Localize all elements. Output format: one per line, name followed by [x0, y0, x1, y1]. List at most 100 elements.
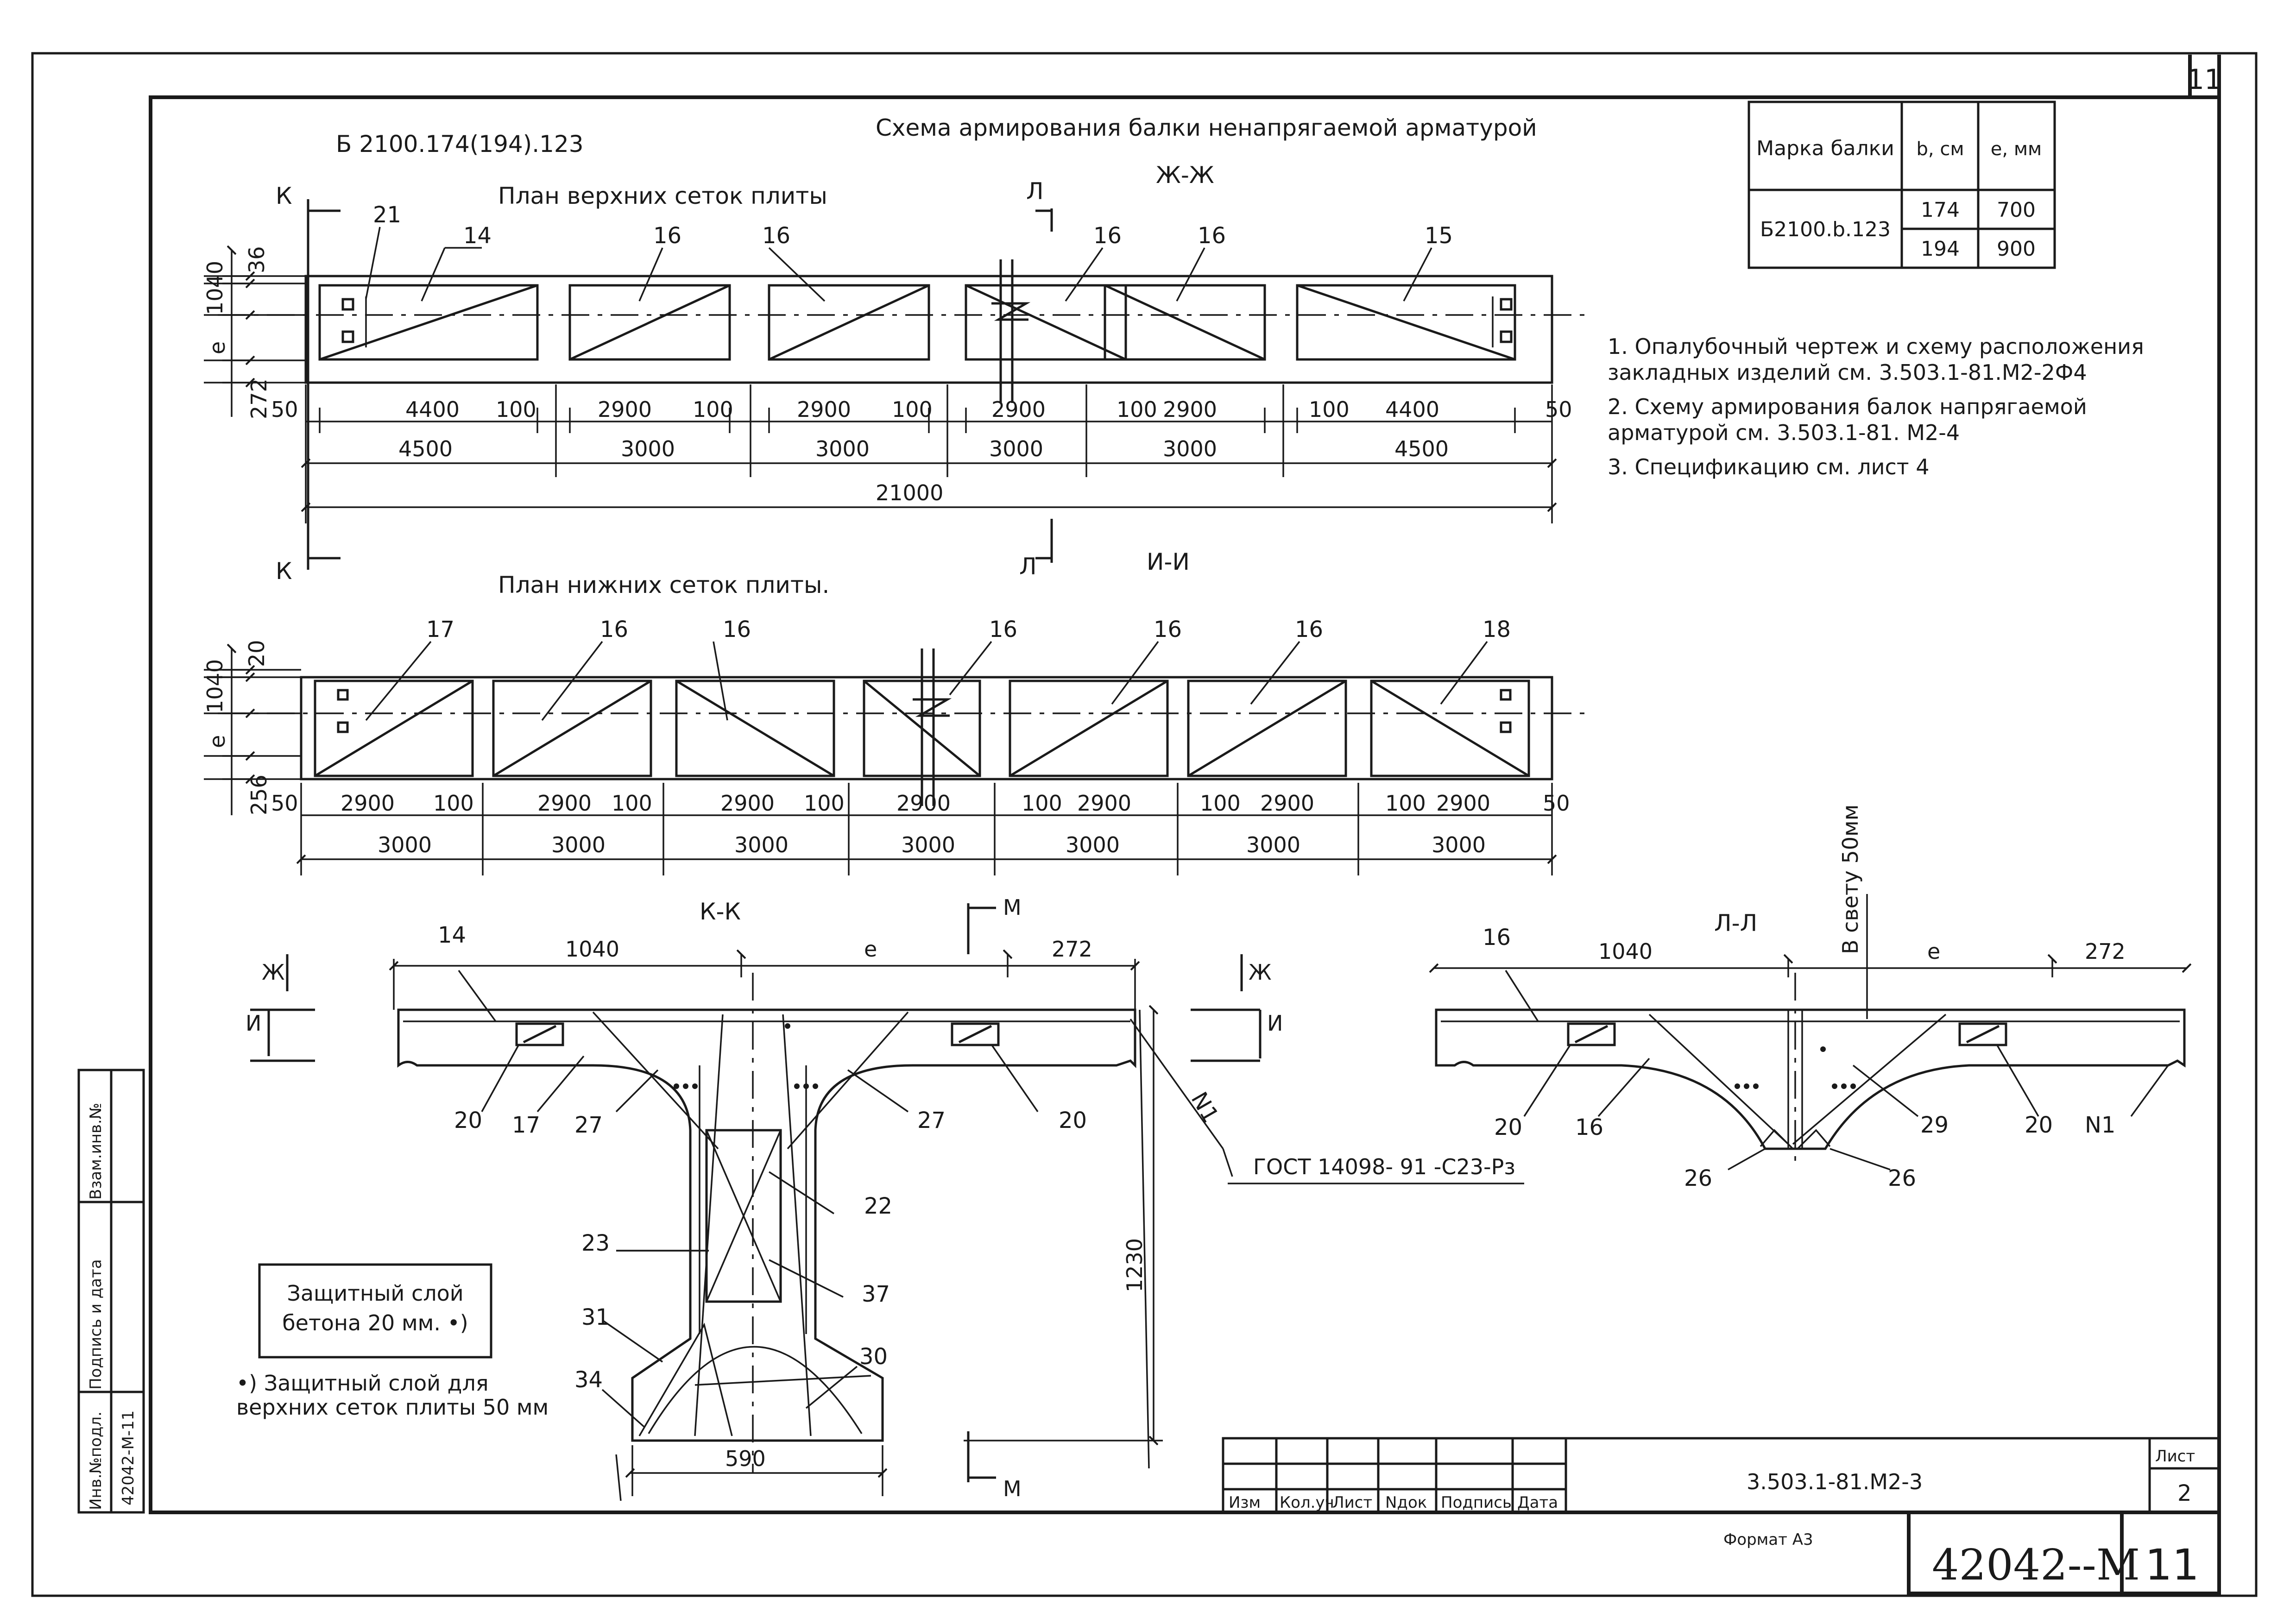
- dim-label: 50: [1545, 397, 1572, 422]
- dim-label: 2900: [1436, 791, 1490, 816]
- lower-plan-outline: [204, 641, 1589, 875]
- dim-label: 4400: [1385, 397, 1439, 422]
- dim-label: 100: [804, 791, 845, 816]
- sheet-label: Лист: [2155, 1447, 2195, 1466]
- dim-label: 3000: [734, 832, 789, 857]
- sheet-frame: [31, 52, 2258, 1597]
- cut-i-right: И: [1267, 1011, 1283, 1036]
- notes-list: 1. Опалубочный чертеж и схему расположен…: [1608, 334, 2210, 480]
- position-label: 16: [1154, 617, 1182, 642]
- dim-label: 100: [496, 397, 536, 422]
- position-label: 27: [917, 1108, 946, 1133]
- dim-label: 3000: [815, 436, 870, 461]
- title-block-col: Изм: [1229, 1493, 1261, 1512]
- dim-label: 100: [433, 791, 474, 816]
- note-item: 1. Опалубочный чертеж и схему расположен…: [1608, 334, 2144, 385]
- dim-label: 3000: [378, 832, 432, 857]
- dim-label: 272: [246, 378, 271, 419]
- dim-label: 3000: [1066, 832, 1120, 857]
- dim-label: 1040: [565, 937, 619, 962]
- dim-label: 50: [1543, 791, 1570, 816]
- dim-label: 3000: [1163, 436, 1217, 461]
- lower-plan-title: План нижних сеток плиты.: [498, 572, 829, 598]
- position-label: 16: [723, 617, 751, 642]
- position-label: 34: [574, 1367, 603, 1393]
- section-ll-drawing: [1434, 894, 2187, 1171]
- upper-plan-outline: [204, 199, 1589, 570]
- position-label: 17: [426, 617, 454, 642]
- cut-zh-right: Ж: [1249, 960, 1272, 985]
- cut-k-bottom: К: [276, 558, 292, 585]
- table-cell: 194: [1921, 237, 1960, 261]
- dim-label: 20: [244, 640, 269, 667]
- main-title: Схема армирования балки ненапрягаемой ар…: [876, 114, 1537, 141]
- dim-label: 2900: [720, 791, 775, 816]
- position-label: 16: [1093, 223, 1122, 249]
- position-label: 16: [1575, 1114, 1603, 1140]
- dim-label: 2900: [797, 397, 851, 422]
- cut-l-top: Л: [1026, 178, 1044, 205]
- dim-label: 256: [246, 774, 271, 815]
- position-label: 23: [581, 1230, 610, 1256]
- table-cell: 700: [1997, 198, 2036, 222]
- section-i-i-title: И-И: [1147, 548, 1190, 575]
- position-label: 18: [1483, 617, 1511, 642]
- position-label: 16: [1198, 223, 1226, 249]
- position-label: 22: [864, 1193, 892, 1219]
- dim-label: 2900: [537, 791, 592, 816]
- dim-label: 3000: [901, 832, 955, 857]
- dim-label: 1040: [202, 659, 227, 713]
- gap-note: В свету 50мм: [1838, 805, 1863, 954]
- cut-k-top: К: [276, 183, 292, 209]
- position-label: 21: [373, 202, 401, 228]
- cut-m-top: М: [1003, 895, 1022, 920]
- dim-label: 100: [1117, 397, 1157, 422]
- dim-label: e: [205, 735, 230, 748]
- dim-label: 4400: [405, 397, 460, 422]
- section-zh-zh-title: Ж-Ж: [1156, 162, 1214, 189]
- table-header-e: e, мм: [1991, 138, 2042, 160]
- dim-label: 2900: [341, 791, 395, 816]
- dim-label: 3000: [1432, 832, 1486, 857]
- dim-label: 1040: [202, 261, 227, 315]
- title-block: [1222, 1437, 2221, 1595]
- dim-label: 272: [1052, 937, 1092, 962]
- dim-label: 2900: [896, 791, 951, 816]
- dim-label: 100: [892, 397, 933, 422]
- cut-l-bottom: Л: [1019, 553, 1037, 580]
- position-label: 16: [1483, 925, 1511, 950]
- dim-label: 100: [1200, 791, 1241, 816]
- cover-note-box: [258, 1263, 492, 1359]
- sheet-number: 2: [2177, 1480, 2192, 1506]
- title-block-col: Кол.уч: [1280, 1493, 1334, 1512]
- title-block-col: Подпись: [1441, 1493, 1512, 1512]
- dim-label: 3000: [1246, 832, 1300, 857]
- corner-sheet-number: 11: [2187, 63, 2222, 96]
- position-label: 14: [438, 922, 466, 948]
- dim-label: 50: [271, 791, 298, 816]
- position-label: 20: [454, 1108, 482, 1133]
- dim-total: 21000: [876, 480, 943, 505]
- position-label: 16: [1295, 617, 1323, 642]
- format-label: Формат А3: [1723, 1530, 1813, 1549]
- stamp-inv-value: 42042-М-11: [119, 1410, 138, 1505]
- title-block-col: Nдок: [1385, 1493, 1427, 1512]
- upper-plan-title: План верхних сеток плиты: [498, 183, 827, 209]
- dim-label: 2900: [1260, 791, 1314, 816]
- section-kk-drawing: [250, 903, 1262, 1501]
- dim-label: 36: [244, 246, 269, 273]
- section-kk-title: К-К: [700, 898, 741, 925]
- cut-zh-left: Ж: [262, 960, 285, 985]
- position-label: N1: [1186, 1088, 1224, 1127]
- cover-note-text: Защитный слой бетона 20 мм. •): [282, 1281, 468, 1335]
- table-cell: 174: [1921, 198, 1960, 222]
- stamp-label: Инв.№подл.: [87, 1411, 105, 1510]
- note-item: 2. Схему армирования балок напрягаемой а…: [1608, 394, 2087, 445]
- dim-label: 272: [2085, 939, 2126, 964]
- cut-i-left: И: [246, 1011, 261, 1036]
- position-label: 16: [600, 617, 628, 642]
- position-label: 14: [463, 223, 492, 249]
- stamp-label: Взам.инв.№: [87, 1103, 105, 1200]
- position-label: 16: [762, 223, 790, 249]
- position-label: 17: [512, 1112, 540, 1138]
